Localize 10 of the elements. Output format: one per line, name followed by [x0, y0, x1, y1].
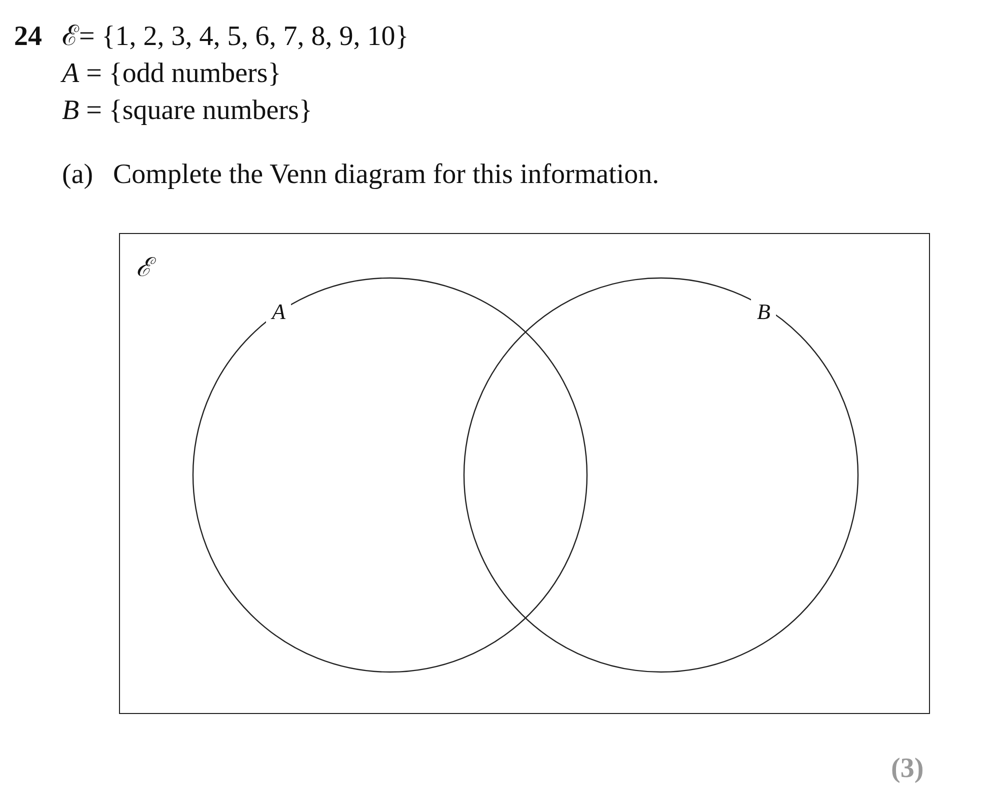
question-number: 24	[14, 22, 42, 53]
set-definition: B = {square numbers}	[62, 96, 312, 127]
venn-circle	[192, 277, 588, 673]
set-definition: A = {odd numbers}	[62, 59, 282, 90]
part-label: (a)	[62, 160, 94, 191]
instruction-text: Complete the Venn diagram for this information.	[113, 160, 660, 191]
marks-label: (3)	[891, 754, 924, 785]
venn-circle	[463, 277, 859, 673]
universal-set-box	[119, 233, 930, 714]
set-definition: ℰ= {1, 2, 3, 4, 5, 6, 7, 8, 9, 10}	[62, 22, 409, 53]
